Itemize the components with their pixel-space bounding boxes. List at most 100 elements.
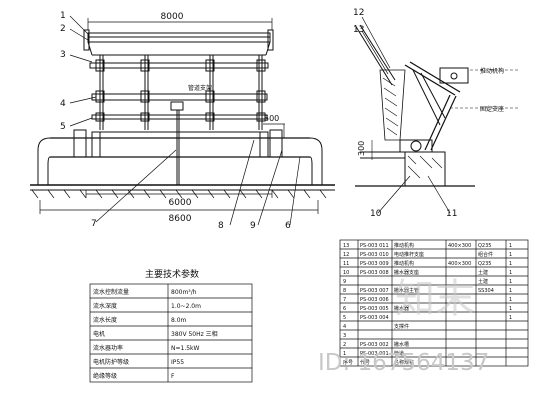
part-no: 序号	[343, 359, 353, 366]
callout-4: 4	[60, 99, 66, 109]
part-name: 撇水槽	[394, 341, 409, 348]
part-qty: 1	[509, 243, 512, 249]
part-code: PS-003 001	[360, 351, 389, 357]
param-value: IP55	[171, 359, 184, 366]
part-no: 10	[343, 270, 349, 276]
part-code: PS-003 011	[360, 243, 389, 249]
part-no: 6	[343, 306, 346, 312]
part-material: SS304	[478, 288, 494, 294]
part-code: PS-003 002	[360, 342, 389, 348]
param-name: 电机防护等级	[93, 358, 129, 366]
part-name: 名称规格	[394, 359, 414, 366]
part-qty: 1	[509, 279, 512, 285]
watermark-brand: 知末	[395, 276, 475, 322]
param-name: 流水深度	[93, 302, 117, 310]
callout-2: 2	[60, 24, 66, 34]
part-no: 4	[343, 324, 346, 330]
callout-9: 9	[250, 221, 256, 231]
callout-3: 3	[60, 50, 66, 60]
part-code: PS-003 008	[360, 270, 389, 276]
part-no: 8	[343, 288, 346, 294]
dim-total-bottom: 8600	[169, 214, 192, 224]
param-value: 380V 50Hz 三相	[171, 330, 218, 338]
param-name: 流水器功率	[93, 344, 123, 352]
params-table-lines	[89, 283, 253, 383]
part-code: PS-003 007	[360, 288, 389, 294]
part-code: PS-003 006	[360, 297, 389, 303]
part-code: 代号	[360, 359, 370, 366]
part-code: PS-003 005	[360, 306, 389, 312]
part-no: 1	[343, 351, 346, 357]
param-value: 8.0m	[171, 317, 187, 324]
part-no: 7	[343, 297, 346, 303]
part-qty: 1	[509, 261, 512, 267]
dim-mid: 6000	[169, 198, 192, 208]
support-rail	[91, 93, 268, 101]
parts-table-lines	[339, 239, 529, 367]
part-no: 13	[343, 243, 349, 249]
callout-8: 8	[218, 221, 224, 231]
param-name: 绝缘等级	[93, 372, 117, 380]
param-name: 流水控制流量	[93, 288, 129, 296]
part-qty: 1	[509, 288, 512, 294]
callout-1: 1	[60, 11, 66, 21]
param-value: F	[171, 373, 175, 380]
part-no: 2	[343, 342, 346, 348]
part-spec: 400×300	[448, 261, 471, 267]
part-name: 撇水器支座	[394, 269, 419, 276]
watermark-id: ID: 167564137	[318, 350, 489, 376]
dim-height-right: 500	[264, 114, 279, 123]
part-material: 土建	[478, 269, 488, 276]
dim-total-top: 8000	[161, 12, 184, 22]
part-code: PS-003 004	[360, 315, 389, 321]
label-right-upper: 推动机构	[480, 67, 504, 75]
label-right-lower: 固定支座	[480, 105, 504, 113]
part-qty: 1	[509, 315, 512, 321]
param-value: 1.0~2.0m	[171, 303, 201, 310]
part-name: 撇水器主管	[394, 287, 419, 294]
param-value: 800m³/h	[171, 289, 197, 296]
callout-11: 11	[446, 209, 457, 219]
label-left-mid: 管道支架	[188, 84, 212, 92]
part-qty: 1	[509, 270, 512, 276]
right-section-view	[354, 16, 520, 214]
part-qty: 1	[509, 306, 512, 312]
part-code: PS-003 010	[360, 252, 389, 258]
part-name: 撇水器	[394, 305, 409, 312]
part-no: 12	[343, 252, 349, 258]
part-name: 管道	[394, 350, 404, 357]
part-spec: 400×300	[448, 243, 471, 249]
part-name: 电动推杆支座	[394, 251, 424, 258]
param-name: 电机	[93, 330, 105, 338]
part-material: 组合件	[478, 251, 493, 258]
part-name: 推动机构	[394, 242, 414, 249]
params-table: 流水控制流量 800m³/h 流水深度 1.0~2.0m 流水长度 8.0m 电机 380V …	[93, 288, 218, 380]
part-material: Q235	[478, 261, 491, 267]
callout-7: 7	[91, 219, 97, 229]
dim-left-side: 300	[357, 141, 366, 156]
upper-beam	[89, 62, 269, 69]
part-no: 5	[343, 315, 346, 321]
callout-12: 12	[353, 8, 364, 18]
part-code: PS-003 009	[360, 261, 389, 267]
callout-5: 5	[60, 122, 66, 132]
part-qty: 1	[509, 252, 512, 258]
callout-6: 6	[285, 221, 291, 231]
right-flange	[269, 129, 283, 158]
param-value: N=1.5kW	[171, 345, 200, 352]
callout-13: 13	[353, 25, 364, 35]
motor-box	[439, 67, 469, 84]
part-no: 3	[343, 333, 346, 339]
part-name: 推动机构	[394, 260, 414, 267]
part-material: Q235	[478, 243, 491, 249]
left-flange	[73, 129, 87, 158]
part-qty: 1	[509, 297, 512, 303]
callout-10: 10	[370, 209, 382, 219]
part-material: 土建	[478, 278, 488, 285]
part-name: 支撑件	[394, 323, 409, 330]
param-name: 流水长度	[93, 316, 117, 324]
params-table-title: 主要技术参数	[145, 268, 199, 280]
part-no: 11	[343, 261, 349, 267]
